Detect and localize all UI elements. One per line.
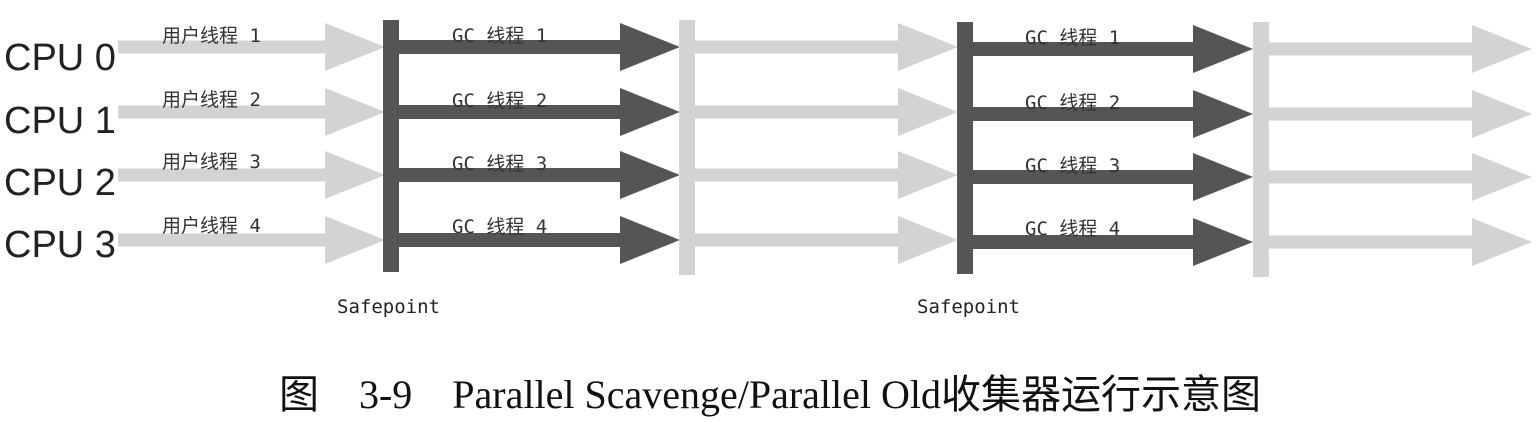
user-thread-arrow-4 [118, 216, 385, 264]
user-resume-arrow-2b [1266, 90, 1532, 138]
user-thread-label-1: 用户线程 1 [162, 25, 261, 47]
figure-caption: 图 3-9 Parallel Scavenge/Parallel Old收集器运… [278, 372, 1262, 417]
gc-thread-label-3b: GC 线程 3 [1025, 155, 1120, 177]
resume-bar-2 [1253, 22, 1269, 277]
user-thread-label-3: 用户线程 3 [162, 151, 261, 173]
cpu-label-0: CPU 0 [4, 37, 116, 79]
user-thread-labels: 用户线程 1 用户线程 2 用户线程 3 用户线程 4 [162, 25, 261, 237]
safepoint-bar-2 [957, 22, 973, 274]
gc-thread-label-1b: GC 线程 1 [1025, 27, 1120, 49]
user-thread-arrow-2 [118, 88, 385, 136]
gc-thread-label-2a: GC 线程 2 [452, 90, 547, 112]
gc-thread-arrow-4b [969, 218, 1253, 266]
user-thread-label-4: 用户线程 4 [162, 215, 261, 237]
cpu-label-2: CPU 2 [4, 162, 116, 204]
arrows [118, 23, 1532, 266]
gc-thread-label-4b: GC 线程 4 [1025, 218, 1120, 240]
safepoint-label-2: Safepoint [917, 296, 1020, 318]
safepoint-label-1: Safepoint [337, 296, 440, 318]
gc-thread-arrow-3b [969, 153, 1253, 201]
user-resume-arrow-1a [692, 23, 958, 71]
gc-diagram: CPU 0 CPU 1 CPU 2 CPU 3 用户线程 1 用户线程 2 用户… [4, 20, 1532, 318]
user-resume-arrow-2a [692, 88, 958, 136]
gc-thread-label-4a: GC 线程 4 [452, 216, 547, 238]
user-thread-arrow-1 [118, 23, 385, 71]
gc-thread-arrow-2a [395, 88, 680, 136]
safepoint-bar-1 [383, 20, 399, 272]
gc-thread-label-1a: GC 线程 1 [452, 25, 547, 47]
gc-thread-labels-2: GC 线程 1 GC 线程 2 GC 线程 3 GC 线程 4 [1025, 27, 1120, 240]
user-resume-arrow-3b [1266, 153, 1532, 201]
gc-thread-labels-1: GC 线程 1 GC 线程 2 GC 线程 3 GC 线程 4 [452, 25, 547, 238]
gc-thread-arrow-1b [969, 25, 1253, 73]
gc-thread-arrow-2b [969, 90, 1253, 138]
resume-bar-1 [679, 20, 695, 275]
user-resume-arrow-1b [1266, 25, 1532, 73]
gc-thread-arrow-4a [395, 216, 680, 264]
cpu-label-3: CPU 3 [4, 224, 116, 266]
user-resume-arrow-3a [692, 151, 958, 199]
gc-thread-label-2b: GC 线程 2 [1025, 92, 1120, 114]
gc-thread-arrow-1a [395, 23, 680, 71]
cpu-label-1: CPU 1 [4, 100, 116, 142]
user-resume-arrow-4b [1266, 218, 1532, 266]
user-thread-label-2: 用户线程 2 [162, 89, 261, 111]
user-resume-arrow-4a [692, 216, 958, 264]
gc-thread-label-3a: GC 线程 3 [452, 153, 547, 175]
bars [383, 20, 1269, 277]
cpu-labels: CPU 0 CPU 1 CPU 2 CPU 3 [4, 37, 116, 266]
gc-thread-arrow-3a [395, 151, 680, 199]
user-thread-arrow-3 [118, 151, 385, 199]
